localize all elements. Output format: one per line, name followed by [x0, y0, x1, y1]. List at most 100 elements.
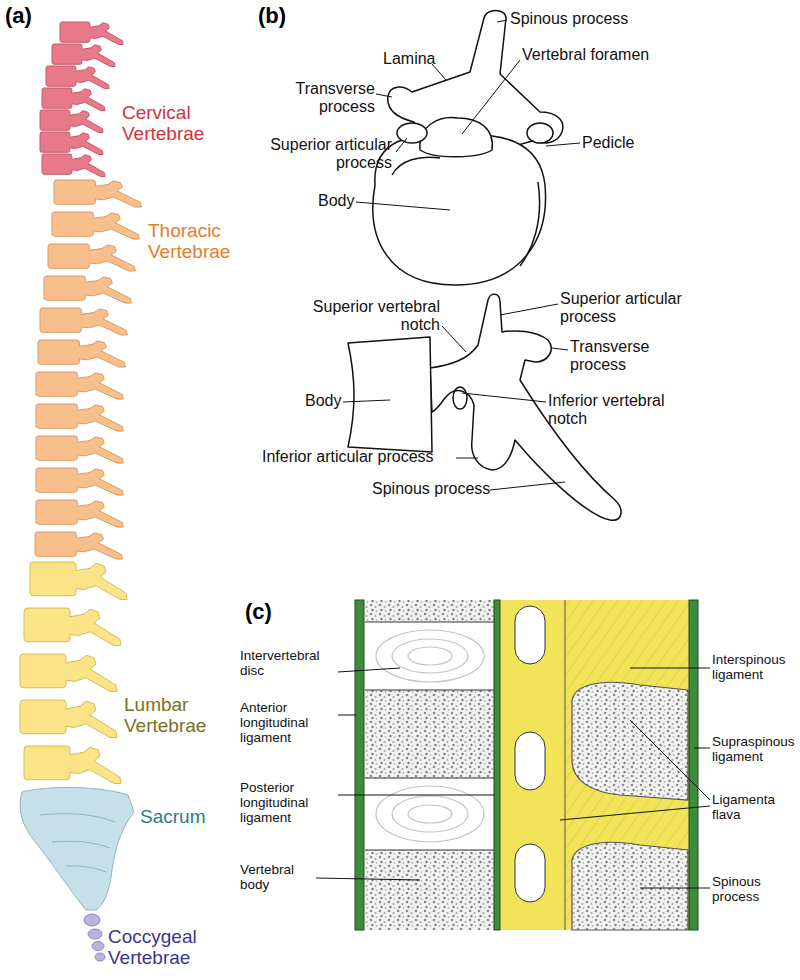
vertebra	[52, 212, 139, 239]
disc-ring	[408, 647, 452, 665]
panel-letter: (c)	[245, 600, 272, 625]
part-label: Interspinous ligament	[712, 652, 798, 682]
vertebra	[46, 66, 109, 89]
sacrum-shape	[20, 787, 134, 910]
disc-ring	[408, 805, 452, 823]
leader-line	[640, 888, 710, 889]
vertebra	[24, 746, 121, 784]
leader-line	[462, 393, 546, 402]
leader-line	[442, 326, 466, 352]
body-ridge	[392, 157, 540, 266]
vertebra	[54, 180, 141, 207]
vertebral-body	[348, 337, 432, 452]
vertebral-body-section	[365, 850, 495, 930]
vertebral-body-section	[365, 600, 495, 622]
leader-line	[546, 143, 580, 146]
part-label: Pedicle	[582, 134, 634, 152]
vertebral-body-section	[365, 690, 495, 778]
leader-line	[456, 458, 478, 459]
foramina	[515, 606, 545, 902]
anterior-ligament	[355, 600, 364, 930]
region-label: Thoracic Vertebrae	[148, 220, 258, 263]
vertebra	[48, 244, 135, 271]
part-label: Superior vertebral notch	[290, 298, 440, 334]
costal-facet	[453, 387, 467, 409]
leader-line	[552, 348, 568, 350]
interspinous-band	[565, 600, 690, 930]
vertebra	[42, 154, 105, 177]
vertebra	[36, 436, 123, 463]
leader-line	[338, 795, 495, 796]
coccygeal-bone	[95, 953, 105, 961]
cervical-vertebrae	[40, 22, 123, 177]
coccygeal-bone	[84, 914, 100, 926]
vertebral-foramen	[420, 117, 492, 156]
endplate-lines	[365, 622, 495, 850]
coccygeal-bone	[88, 929, 102, 939]
foramen	[515, 732, 545, 790]
vertebra	[36, 468, 123, 495]
vertebra	[38, 340, 125, 367]
vertebra	[36, 500, 123, 527]
part-label: Body	[305, 392, 341, 410]
region-label: Lumbar Vertebrae	[124, 694, 234, 737]
part-label: Anterior longitudinal ligament	[240, 700, 340, 745]
part-label: Intervertebral disc	[240, 648, 340, 678]
vertebra	[40, 110, 103, 133]
part-label: Vertebral body	[240, 862, 320, 892]
disc-ring	[376, 630, 484, 682]
part-label: Vertebral foramen	[522, 46, 649, 64]
leader-line	[343, 400, 390, 402]
vertebra	[20, 700, 117, 738]
vertebra	[42, 88, 105, 111]
ligament-section	[355, 600, 698, 930]
leader-line	[630, 668, 710, 669]
panel-letter: (b)	[258, 4, 286, 29]
vertebra	[52, 44, 115, 67]
vertebra	[60, 22, 123, 45]
endplate	[365, 621, 495, 622]
region-label: Coccygeal Vertebrae	[108, 926, 228, 969]
part-label: Superior articular process	[252, 136, 392, 172]
vertebra	[30, 562, 127, 600]
coccyx	[84, 914, 105, 961]
part-label: Posterior longitudinal ligament	[240, 780, 340, 825]
foramen	[515, 844, 545, 902]
leader-line	[560, 806, 710, 820]
part-label: Transverse process	[275, 80, 375, 116]
region-label: Cervical Vertebrae	[122, 102, 232, 145]
part-label: Inferior articular process	[262, 448, 434, 466]
part-label: Transverse process	[570, 338, 670, 374]
leader-line	[338, 715, 356, 716]
vertebra	[40, 132, 103, 155]
disc-ring	[376, 786, 484, 842]
disc-rings	[376, 630, 484, 842]
spinous-process-section	[572, 842, 688, 930]
vertebra	[24, 608, 121, 646]
endplate	[365, 689, 495, 690]
leader-line	[497, 20, 507, 22]
sacrum-detail	[40, 814, 115, 872]
region-label: Sacrum	[140, 806, 205, 827]
supraspinous-ligament-shape	[689, 600, 698, 930]
part-label: Supraspinous ligament	[712, 734, 798, 764]
endplate	[365, 849, 495, 850]
part-label: Superior articular process	[560, 290, 700, 326]
vertebra	[40, 308, 127, 335]
part-label: Spinous process	[712, 874, 798, 904]
part-label: Spinous process	[372, 480, 490, 498]
leader-line	[356, 202, 450, 210]
part-label: Spinous process	[510, 10, 628, 28]
vertebra	[35, 532, 122, 559]
vertebra	[44, 276, 131, 303]
leader-line	[694, 748, 710, 749]
column-background	[365, 600, 495, 930]
part-label: Lamina	[383, 50, 435, 68]
lamina-edge	[565, 600, 566, 930]
leader-line	[630, 720, 710, 800]
leader-line	[316, 878, 420, 880]
ligamenta-flava-band	[499, 600, 565, 930]
disc-ring	[392, 639, 468, 673]
articular-facet	[527, 123, 553, 143]
